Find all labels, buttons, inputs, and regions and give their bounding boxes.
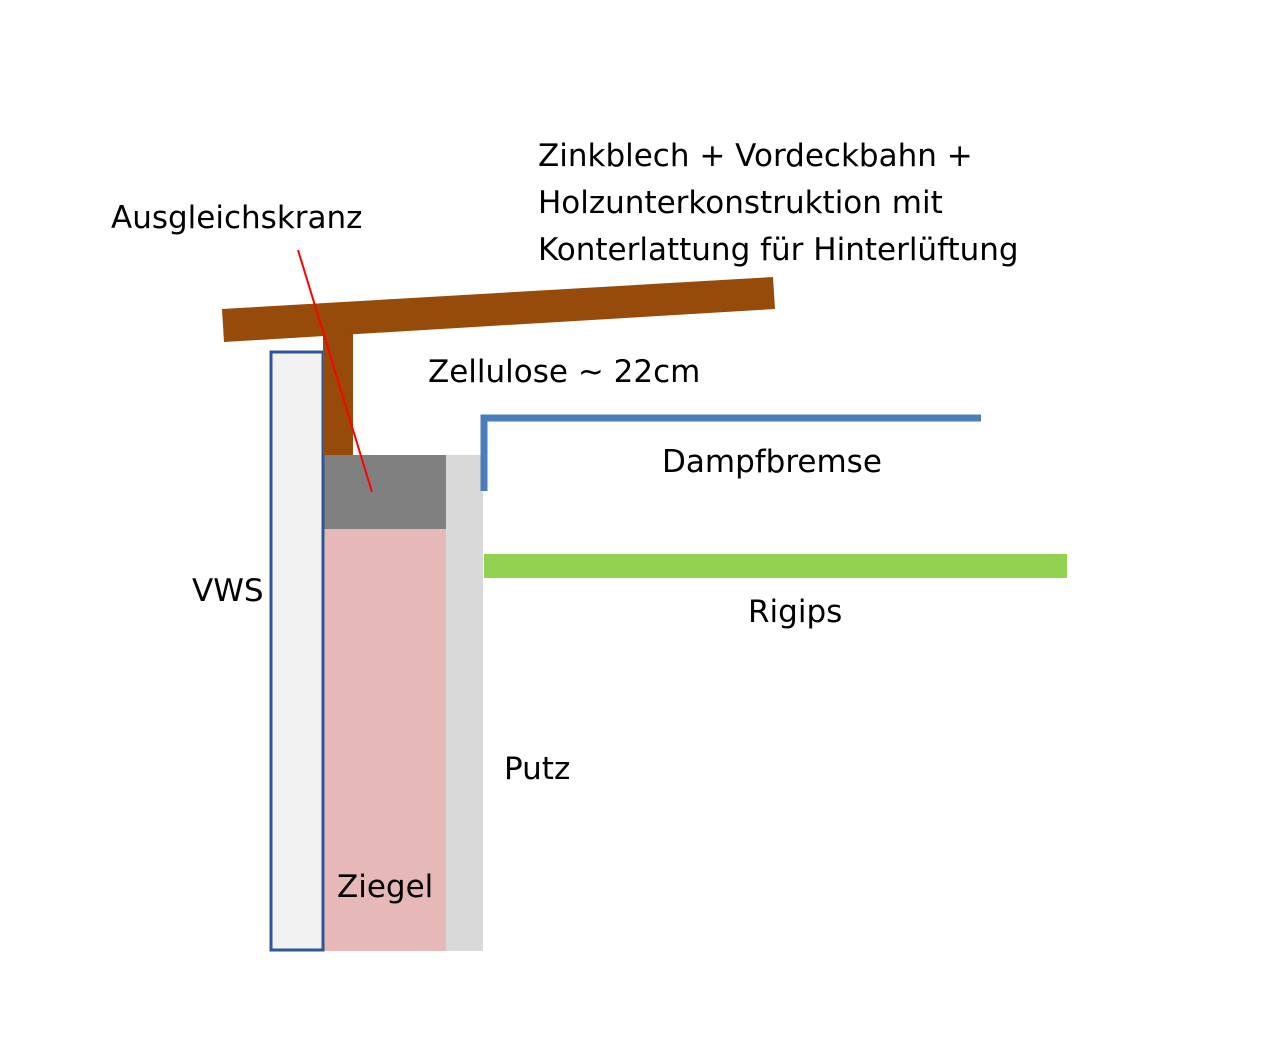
roof-label-line-2: Holzunterkonstruktion mit [538, 185, 943, 221]
vws-label: VWS [192, 573, 264, 609]
zellulose-label: Zellulose ~ 22cm [428, 354, 700, 390]
rigips-board [484, 554, 1067, 578]
roof-timber-beam [222, 277, 775, 342]
ausgleichskranz-label: Ausgleichskranz [111, 200, 362, 236]
vws-panel [269, 350, 325, 952]
ausgleichskranz-block [323, 455, 446, 529]
dampfbremse-label: Dampfbremse [662, 444, 882, 480]
ziegel-label: Ziegel [337, 869, 433, 905]
rigips-label: Rigips [748, 594, 842, 630]
timber-post [323, 334, 353, 455]
ziegel-layer [323, 529, 446, 951]
roof-label-line-3: Konterlattung für Hinterlüftung [538, 232, 1019, 268]
putz-layer [446, 455, 483, 951]
putz-label: Putz [504, 751, 570, 787]
ausgleichskranz-pointer [297, 249, 373, 493]
dampfbremse-line [480, 414, 981, 491]
roof-label-line-1: Zinkblech + Vordeckbahn + [538, 138, 973, 174]
